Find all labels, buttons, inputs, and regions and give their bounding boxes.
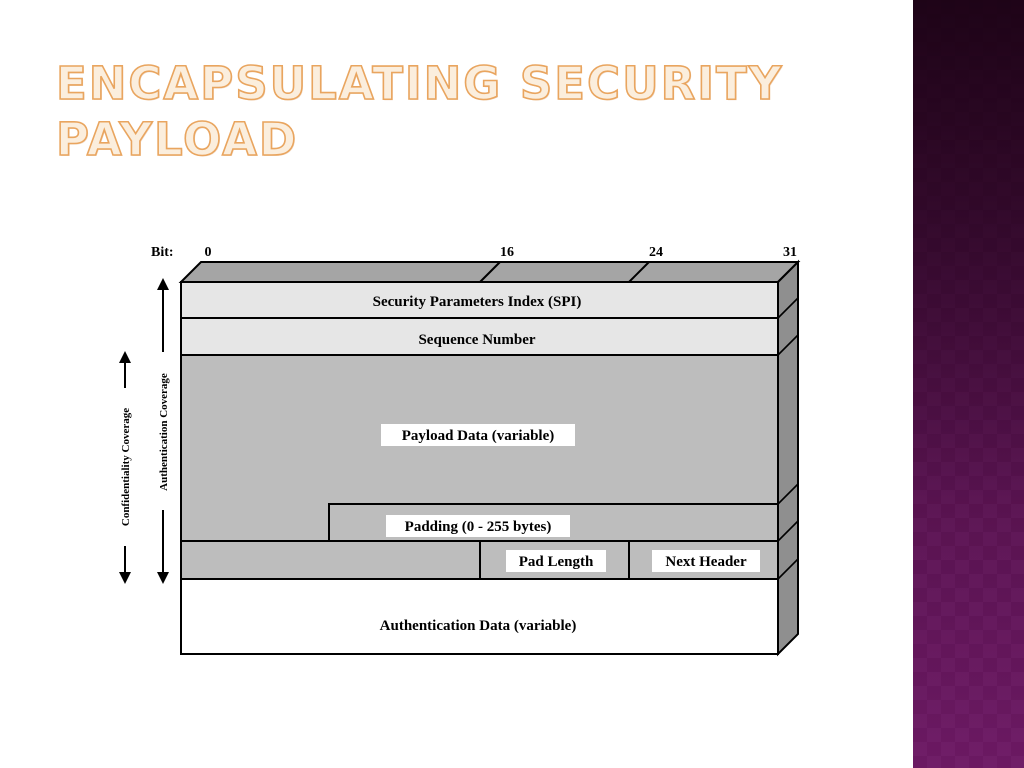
bit-31-label: 31 — [783, 245, 797, 260]
side-face-row-edges — [777, 297, 799, 580]
pad-length-label-bg — [506, 550, 606, 572]
pad-length-label: Pad Length — [519, 554, 594, 570]
bit-0-label: 0 — [205, 245, 212, 260]
bit-16-label: 16 — [500, 245, 514, 260]
sequence-number-label: Sequence Number — [418, 332, 535, 348]
next-header-label: Next Header — [665, 554, 747, 570]
authentication-coverage-label: Authentication Coverage — [158, 373, 170, 491]
bit-16-marker — [479, 261, 501, 283]
sequence-number-field — [180, 317, 779, 356]
bit-label: Bit: — [151, 245, 174, 260]
next-header-label-bg — [652, 550, 760, 572]
authentication-data-label: Authentication Data (variable) — [380, 618, 577, 634]
padding-label-bg — [386, 515, 570, 537]
diagram-side-face — [777, 259, 799, 657]
bit-24-marker — [628, 261, 650, 283]
bit-24-label: 24 — [649, 245, 663, 260]
payload-label-bg — [381, 424, 575, 446]
padding-label: Padding (0 - 255 bytes) — [405, 519, 552, 535]
spi-label: Security Parameters Index (SPI) — [373, 294, 582, 310]
payload-data-label: Payload Data (variable) — [402, 428, 554, 444]
decorative-side-panel — [913, 0, 1024, 768]
confidentiality-coverage-label: Confidentiality Coverage — [120, 408, 132, 526]
slide-title: Encapsulating Security Payload — [55, 56, 784, 167]
authentication-data-field — [180, 578, 779, 655]
